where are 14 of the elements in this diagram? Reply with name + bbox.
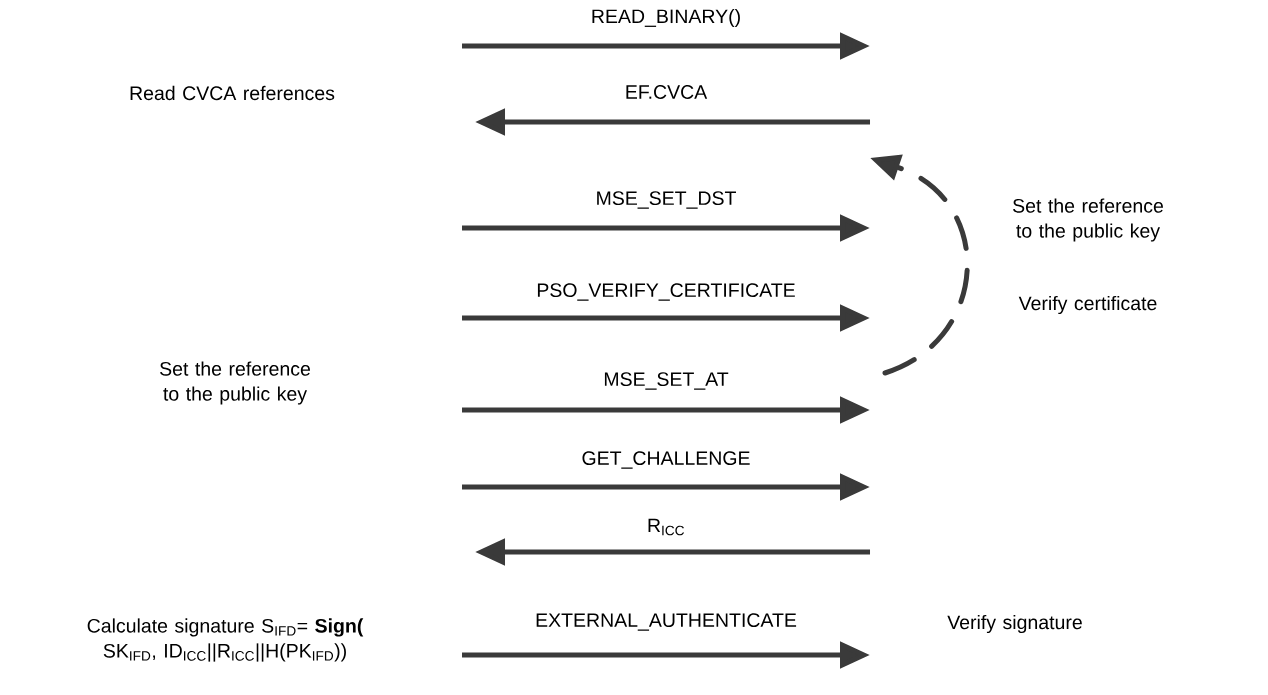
message-label: MSE_SET_DST (597, 191, 736, 209)
note-text: Set the reference to the public key (1013, 198, 1163, 242)
message-label: PSO_VERIFY_CERTIFICATE (537, 283, 795, 301)
note-text: Set the reference to the public key (160, 361, 310, 405)
message-label: GET_CHALLENGE (582, 451, 750, 469)
note-text: Verify certificate (1018, 295, 1157, 315)
note-text: Read CVCA references (130, 85, 335, 101)
message-label: EXTERNAL_AUTHENTICATE (536, 613, 797, 631)
note-text: Calculate signature S$_{IFD}$= Sign( SK$_{IFD}$, ID$_{ICC}$||R$_{ICC}$||H(PK$_{IFD}$)) (87, 618, 364, 662)
message-label: MSE_SET_AT (604, 372, 729, 390)
message-label: READ_BINARY() (592, 8, 740, 28)
message-label: R$_{ICC}$ (648, 518, 685, 536)
message-label: EF.CVCA (626, 85, 708, 99)
note-text: Verify signature (947, 614, 1082, 634)
